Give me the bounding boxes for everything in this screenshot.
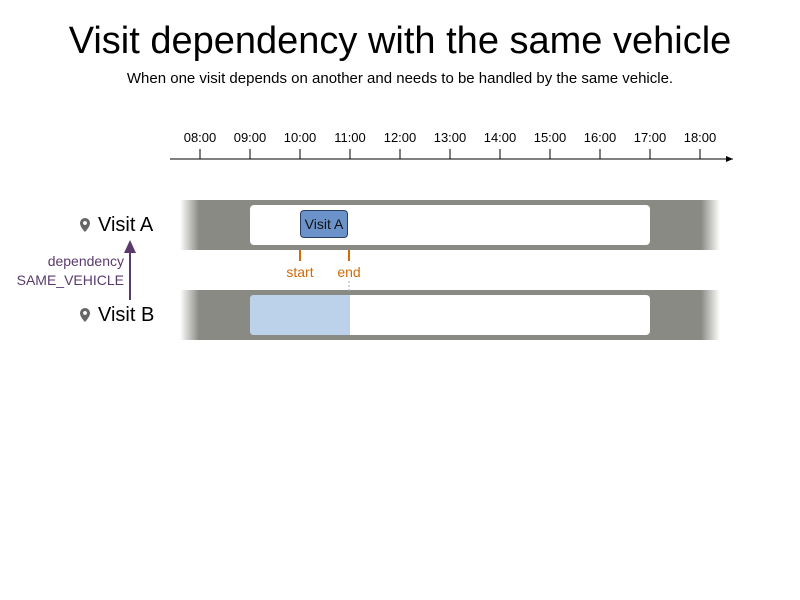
timeline-ticks	[199, 149, 701, 159]
window-end-label: end	[337, 264, 361, 280]
map-pin-icon	[80, 218, 90, 232]
tick-label: 18:00	[683, 130, 717, 145]
tick-label: 15:00	[533, 130, 567, 145]
visit-a-block[interactable]: Visit A	[300, 210, 348, 238]
tick-label: 12:00	[383, 130, 417, 145]
dependency-type-label: SAME_VEHICLE	[16, 272, 124, 288]
lane-label-visit-b: Visit B	[98, 304, 155, 326]
page-title: Visit dependency with the same vehicle	[68, 20, 732, 62]
dependency-label: dependency	[47, 253, 124, 269]
tick-label: 08:00	[183, 130, 217, 145]
lane-label-visit-a: Visit A	[98, 214, 154, 236]
dependency-arrow-head	[124, 240, 136, 253]
tick-label: 14:00	[483, 130, 517, 145]
tick-label: 11:00	[334, 130, 366, 145]
lane-a-availability	[250, 205, 650, 245]
tick-label: 10:00	[283, 130, 317, 145]
page-subtitle: When one visit depends on another and ne…	[126, 70, 674, 87]
tick-label: 16:00	[583, 130, 617, 145]
tick-label: 17:00	[633, 130, 667, 145]
map-pin-icon	[80, 308, 90, 322]
window-start-label: start	[286, 264, 314, 280]
tick-label: 09:00	[233, 130, 267, 145]
tick-label: 13:00	[433, 130, 467, 145]
lane-b-blocked-range	[250, 295, 350, 335]
